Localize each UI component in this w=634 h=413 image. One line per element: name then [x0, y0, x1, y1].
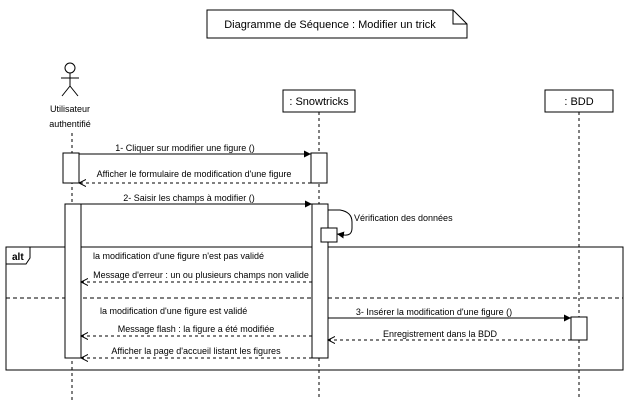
activation-snowtricks-2: [311, 203, 329, 359]
guard-valid: la modification d'une figure est validé: [100, 306, 247, 316]
activation-snowtricks-1: [310, 152, 328, 184]
self-check-arrow: [328, 209, 353, 239]
flash-label: Message flash : la figure a été modifiée: [118, 324, 275, 334]
participant-bdd: : BDD: [544, 89, 614, 113]
actor-user: Utilisateur authentifié: [49, 62, 91, 129]
activation-bdd: [570, 316, 588, 341]
title-note: Diagramme de Séquence : Modifier un tric…: [206, 9, 468, 39]
msg-1-return-label: Afficher le formulaire de modification d…: [97, 169, 292, 179]
msg-1-label: 1- Cliquer sur modifier une figure (): [115, 143, 255, 153]
participant-snowtricks: : Snowtricks: [282, 89, 356, 113]
home-label: Afficher la page d'accueil listant les f…: [111, 346, 281, 356]
activation-snowtricks-self: [320, 227, 338, 243]
msg-3-label: 3- Insérer la modification d'une figure …: [356, 307, 512, 317]
error-label: Message d'erreur : un ou plusieurs champ…: [93, 270, 309, 280]
self-check-label: Vérification des données: [354, 213, 453, 223]
participant-bdd-label: : BDD: [564, 96, 593, 108]
activation-user-2: [64, 203, 82, 359]
participant-snowtricks-label: : Snowtricks: [289, 96, 349, 108]
alt-operator: alt: [12, 252, 24, 263]
saved-label: Enregistrement dans la BDD: [383, 329, 498, 339]
actor-head: [64, 62, 76, 74]
diagram-title: Diagramme de Séquence : Modifier un tric…: [224, 19, 436, 31]
actor-label-line1: Utilisateur: [50, 104, 90, 114]
activation-user-1: [62, 152, 80, 184]
actor-label-line2: authentifié: [49, 119, 91, 129]
msg-2-label: 2- Saisir les champs à modifier (): [123, 193, 255, 203]
guard-invalid: la modification d'une figure n'est pas v…: [93, 251, 264, 261]
